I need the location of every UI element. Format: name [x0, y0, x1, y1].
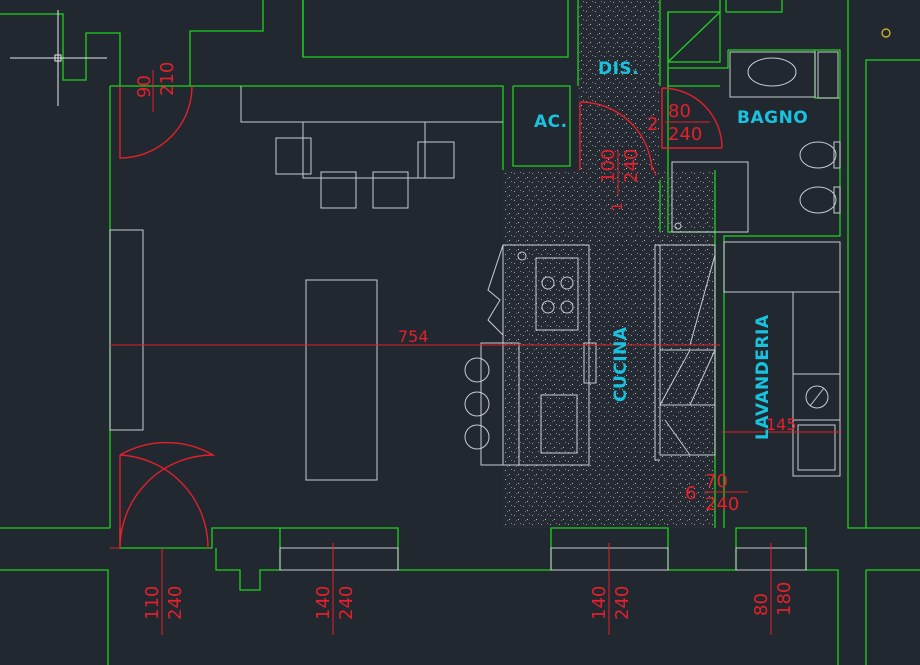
room-labels: DIS. AC. BAGNO CUCINA LAVANDERIA [534, 59, 808, 440]
ucs-origin-icon [881, 28, 891, 38]
dim-living-width: 754 [398, 327, 429, 346]
dim-window-70-h: 240 [705, 494, 739, 515]
dim-win-140a-w: 140 [313, 586, 334, 620]
dim-win-80-h: 180 [774, 582, 795, 616]
dim-door-90-h: 210 [157, 62, 178, 96]
kitchen-floor-hatch [503, 0, 715, 528]
crosshair-cursor-icon [10, 10, 107, 106]
dim-door-100-w: 100 [598, 149, 619, 183]
bathroom-fixtures [671, 51, 841, 233]
dim-door-90-w: 90 [134, 75, 155, 98]
dim-win-140b-h: 240 [612, 586, 633, 620]
room-label-ac: AC. [534, 112, 568, 132]
dim-win-140b-w: 140 [589, 586, 610, 620]
dim-laundry-width: 145 [766, 415, 797, 434]
living-furniture [109, 86, 503, 481]
dim-window-70-w: 70 [705, 471, 728, 492]
dimension-labels: 754 145 90 210 100 240 1 2 80 240 6 70 2… [134, 62, 797, 620]
dim-win-110-w: 110 [142, 586, 163, 620]
dim-win-110-h: 240 [165, 586, 186, 620]
dim-door-100-h: 240 [621, 149, 642, 183]
dim-door-100-tag: 1 [610, 202, 626, 211]
dim-win-140a-h: 240 [336, 586, 357, 620]
dim-door-80-h: 240 [668, 124, 702, 145]
window-frames [110, 547, 807, 571]
room-label-lavanderia: LAVANDERIA [753, 314, 773, 440]
dim-door-80-w: 80 [668, 101, 691, 122]
room-label-dis: DIS. [598, 59, 639, 79]
room-label-cucina: CUCINA [611, 326, 631, 402]
dim-win-80-w: 80 [751, 593, 772, 616]
kitchen-fixtures [464, 244, 716, 466]
dimension-lines [110, 70, 842, 635]
laundry-fixtures [723, 241, 841, 477]
dim-door-80-tag: 2 [647, 114, 658, 135]
room-label-bagno: BAGNO [737, 108, 808, 128]
dim-window-70-tag: 6 [685, 483, 696, 504]
doors [119, 85, 723, 549]
